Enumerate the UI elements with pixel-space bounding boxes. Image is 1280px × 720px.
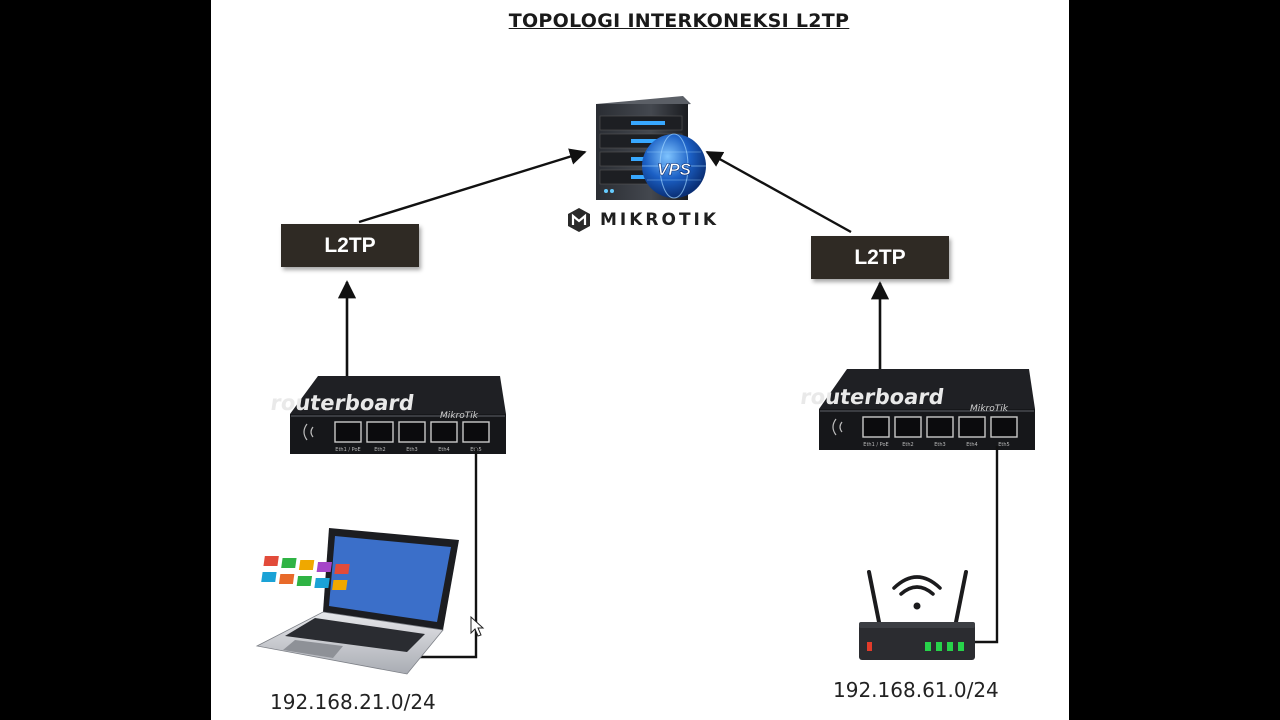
slide-canvas: VPS routerboard MikroTik Eth1 / PoE Eth2…	[211, 0, 1069, 720]
mikrotik-emblem-icon	[568, 208, 590, 232]
l2tp-tunnel-box-right: L2TP	[811, 236, 949, 279]
router-right-port-label: Eth3	[934, 442, 945, 448]
vps-label: VPS	[657, 160, 692, 179]
cable-right-router-to-ap	[975, 446, 999, 644]
router-right-port-label: Eth5	[998, 442, 1009, 448]
router-right: routerboard MikroTik Eth1 / PoE Eth2 Eth…	[799, 369, 1035, 450]
mikrotik-logo: MIKROTIK	[566, 207, 719, 233]
wifi-emblem-icon	[303, 423, 314, 441]
diagram-title: TOPOLOGI INTERKONEKSI L2TP	[508, 10, 850, 32]
router-left-ports	[334, 421, 490, 443]
router-right-port-label: Eth4	[966, 442, 977, 448]
globe-icon: VPS	[642, 133, 706, 199]
router-right-port-label: Eth2	[902, 442, 913, 448]
mikrotik-wordmark: MIKROTIK	[600, 210, 720, 230]
wifi-emblem-icon	[832, 418, 843, 436]
arrow-right-to-vps	[705, 150, 852, 234]
cable-left-router-to-laptop	[411, 448, 478, 659]
subnet-label-right: 192.168.61.0/24	[833, 678, 999, 702]
wireless-router-icon	[859, 570, 975, 660]
router-left-maker: MikroTik	[440, 411, 479, 421]
router-left-port-label: Eth2	[374, 447, 385, 453]
diagram-graphics: VPS routerboard MikroTik Eth1 / PoE Eth2…	[255, 96, 1035, 675]
laptop-icon	[255, 528, 459, 675]
router-right-maker: MikroTik	[970, 404, 1009, 414]
router-left: routerboard MikroTik Eth1 / PoE Eth2 Eth…	[269, 376, 506, 454]
mouse-cursor-icon	[470, 615, 485, 637]
router-right-brand: routerboard	[799, 384, 946, 409]
router-left-brand: routerboard	[269, 390, 416, 415]
arrow-left-to-vps	[358, 148, 587, 224]
router-left-port-label: Eth4	[438, 447, 449, 453]
router-left-port-label: Eth1 / PoE	[335, 447, 360, 453]
router-right-port-label: Eth1 / PoE	[863, 442, 888, 448]
router-left-port-label: Eth3	[406, 447, 417, 453]
router-right-ports	[862, 416, 1018, 438]
subnet-label-left: 192.168.21.0/24	[270, 690, 436, 714]
l2tp-tunnel-box-left: L2TP	[281, 224, 419, 267]
